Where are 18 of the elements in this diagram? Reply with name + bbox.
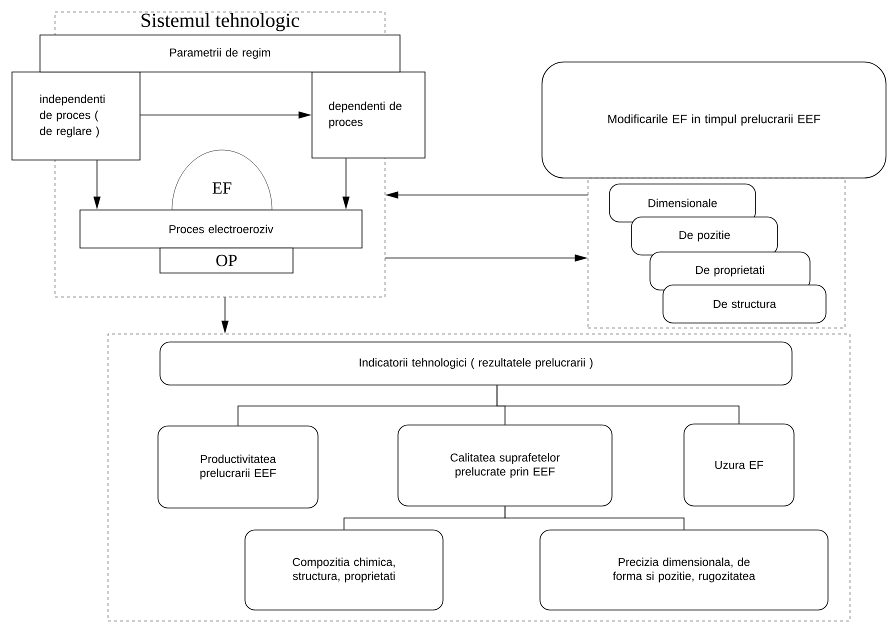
- connector-line: [504, 506, 684, 530]
- electrode-semicircle: EF: [172, 150, 272, 210]
- rounded-box: Uzura EF: [684, 424, 794, 506]
- parameter-box: Parametrii de regim: [40, 34, 400, 72]
- rounded-box: Precizia dimensionala, de forma si pozitie, rugozitatea: [540, 530, 828, 610]
- rounded-box: Compozitia chimica, structura, proprietati: [244, 530, 444, 610]
- process-box: dependenti de proces: [312, 72, 426, 158]
- group-frame: [588, 178, 846, 328]
- process-box: independenti de proces ( de reglare ): [12, 72, 140, 160]
- rounded-box: Calitatea suprafetelor prelucrate prin EEF: [398, 424, 612, 506]
- rounded-box: De pozitie: [631, 216, 778, 256]
- rounded-box: Productivitatea prelucrarii EEF: [158, 426, 318, 508]
- rounded-box: Indicatorii tehnologici ( rezultatele prelucrarii ): [160, 342, 792, 386]
- connector-line: [496, 385, 740, 424]
- group-frame: [108, 334, 850, 622]
- rounded-box: De structura: [662, 284, 826, 324]
- rounded-box: Modificarile EF in timpul prelucrarii EEF: [542, 62, 886, 178]
- workpiece-box: OP: [160, 248, 294, 274]
